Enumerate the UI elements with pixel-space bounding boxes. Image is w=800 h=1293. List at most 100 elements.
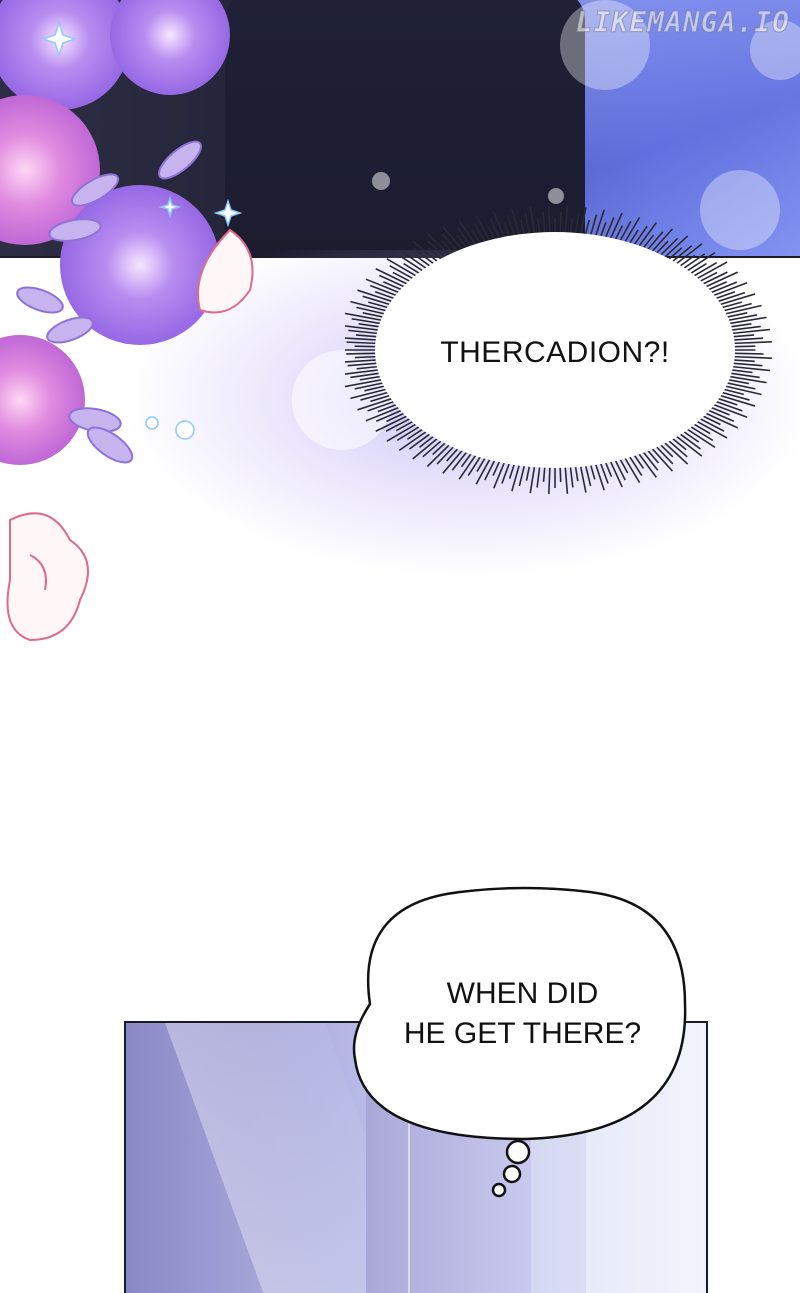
burst-line (615, 459, 625, 480)
burst-line (732, 338, 763, 340)
burst-line (345, 360, 378, 362)
burst-line (585, 220, 589, 236)
burst-line (538, 218, 540, 234)
burst-line (702, 415, 720, 424)
burst-line (378, 404, 398, 411)
burst-line (359, 324, 381, 327)
burst-line (710, 407, 730, 415)
burst-line (544, 466, 545, 482)
burst-line (672, 438, 687, 450)
burst-line (519, 464, 524, 486)
shout-text: THERCADION?! (380, 336, 730, 370)
burst-line (675, 435, 702, 456)
burst-line (729, 324, 751, 327)
burst-line (537, 466, 540, 488)
burst-line (348, 363, 379, 366)
thought-dot (504, 1166, 520, 1182)
burst-line (686, 253, 715, 272)
burst-line (383, 282, 402, 290)
burst-line (575, 213, 579, 235)
burst-line (733, 353, 764, 354)
burst-line (560, 212, 561, 234)
burst-line (407, 428, 424, 439)
burst-line (610, 213, 622, 240)
burst-line (664, 442, 688, 464)
burst-line (696, 262, 727, 279)
burst-line (723, 304, 752, 311)
burst-line (357, 367, 379, 369)
burst-line (707, 282, 726, 290)
thought-text: WHEN DID HE GET THERE? (370, 974, 675, 1054)
burst-line (360, 392, 389, 400)
burst-line (683, 431, 699, 442)
burst-line (696, 421, 727, 438)
burst-line (494, 212, 505, 239)
burst-line (504, 222, 510, 237)
burst-line (510, 463, 515, 479)
burst-line (356, 335, 378, 337)
burst-line (345, 313, 383, 320)
burst-line (570, 466, 573, 488)
burst-line (494, 461, 505, 488)
flower-cluster (0, 0, 300, 680)
burst-line (620, 221, 631, 242)
burst-line (530, 207, 534, 235)
burst-line (643, 235, 654, 249)
burst-line (728, 317, 766, 323)
burst-line (348, 330, 378, 333)
burst-line (733, 357, 772, 359)
burst-line (668, 248, 682, 260)
burst-line (387, 423, 417, 441)
burst-line (456, 235, 467, 249)
burst-line (468, 456, 481, 476)
burst-line (728, 376, 766, 382)
burst-line (721, 392, 750, 400)
burst-line (543, 212, 545, 234)
burst-line (732, 363, 763, 366)
burst-line (732, 360, 754, 361)
burst-line (549, 206, 550, 234)
burst-line (355, 357, 377, 358)
burst-line (732, 335, 754, 337)
burst-line (565, 206, 567, 234)
burst-line (442, 241, 455, 254)
burst-line (655, 241, 668, 254)
thought-dot (507, 1141, 529, 1163)
burst-line (393, 272, 411, 281)
burst-line (387, 259, 417, 277)
bokeh-light (372, 172, 390, 190)
burst-line (570, 218, 572, 234)
burst-line (447, 448, 459, 461)
burst-line (634, 226, 648, 246)
burst-line (610, 460, 622, 487)
burst-line (399, 250, 427, 270)
burst-line (693, 423, 710, 433)
burst-line (346, 353, 377, 354)
burst-line (580, 465, 586, 493)
burst-line (733, 342, 772, 344)
burst-line (525, 213, 529, 235)
burst-line (428, 248, 442, 260)
burst-line (647, 449, 659, 463)
burst-line (347, 342, 378, 343)
burst-line (404, 264, 421, 274)
burst-line (730, 326, 760, 330)
burst-line (730, 370, 752, 373)
burst-line (679, 255, 695, 266)
burst-line (699, 272, 717, 281)
burst-line (419, 435, 434, 447)
burst-line (433, 442, 447, 455)
burst-line (580, 207, 586, 235)
burst-line (360, 376, 382, 380)
burst-line (590, 215, 596, 237)
burst-line (396, 421, 414, 431)
thought-line-2: HE GET THERE? (370, 1014, 675, 1054)
burst-line (474, 223, 486, 243)
burst-line (600, 222, 606, 237)
burst-line (345, 379, 383, 386)
burst-line (590, 464, 594, 480)
burst-line (345, 338, 378, 340)
burst-line (356, 307, 385, 314)
burst-line (629, 456, 642, 476)
flower (0, 0, 230, 465)
